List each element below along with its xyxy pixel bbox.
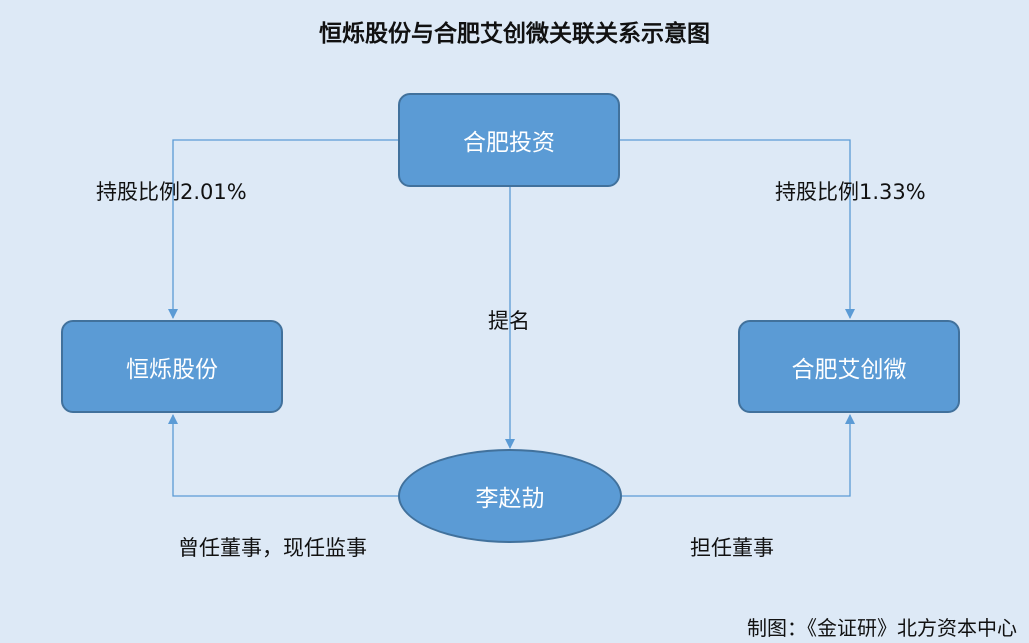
node-hefei-invest: 合肥投资 xyxy=(398,93,620,187)
node-hengshuo: 恒烁股份 xyxy=(61,320,283,413)
node-aichuangwei-label: 合肥艾创微 xyxy=(791,356,907,383)
node-person: 李赵劼 xyxy=(398,449,622,543)
node-hefei-invest-label: 合肥投资 xyxy=(463,130,555,156)
footer-credit: 制图：《金证研》北方资本中心 xyxy=(747,616,1017,640)
node-person-label: 李赵劼 xyxy=(475,486,545,512)
edge-label-hefei-to-aichuangwei: 持股比例1.33% xyxy=(775,180,926,204)
edge-label-person-to-aichuangwei: 担任董事 xyxy=(690,536,774,560)
diagram-title: 恒烁股份与合肥艾创微关联关系示意图 xyxy=(319,21,710,47)
edge-label-hefei-to-hengshuo: 持股比例2.01% xyxy=(96,180,247,204)
connector-person-to-hengshuo xyxy=(168,414,398,497)
connector-person-to-aichuangwei xyxy=(622,414,855,497)
node-aichuangwei: 合肥艾创微 xyxy=(738,320,960,413)
connector-hefei-to-hengshuo xyxy=(168,139,398,319)
edge-label-hefei-to-person: 提名 xyxy=(488,309,530,333)
edge-label-person-to-hengshuo: 曾任董事，现任监事 xyxy=(178,536,367,560)
node-hengshuo-label: 恒烁股份 xyxy=(126,356,218,383)
connector-hefei-to-aichuangwei xyxy=(620,139,855,319)
